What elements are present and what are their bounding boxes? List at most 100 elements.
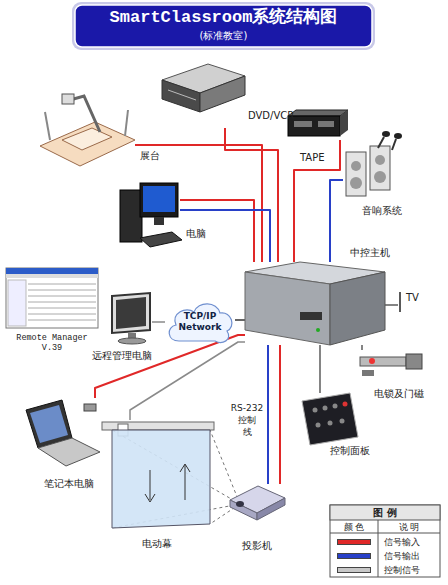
table-row bbox=[28, 320, 96, 321]
tv-symbol bbox=[399, 292, 401, 312]
pc-monitor bbox=[140, 183, 178, 217]
device-label: Remote Manager V.39 bbox=[12, 333, 92, 353]
legend-heading: 颜 色 bbox=[330, 521, 378, 533]
lock-bracket bbox=[362, 370, 374, 376]
dvd-front bbox=[162, 80, 200, 112]
device-node: 电锁及门磁 bbox=[355, 350, 425, 380]
laptop bbox=[26, 400, 100, 466]
lock-magnet bbox=[406, 354, 422, 369]
pc-stand bbox=[154, 217, 164, 225]
signal-wire bbox=[361, 345, 362, 350]
legend-rule bbox=[378, 520, 379, 577]
device-label: TCP/IP Network bbox=[173, 311, 227, 333]
pc-keyboard bbox=[140, 232, 182, 247]
signal-wire bbox=[294, 140, 340, 262]
dvd-player bbox=[162, 64, 245, 112]
network-cloud: TCP/IP Network bbox=[165, 298, 235, 345]
tape-top bbox=[288, 110, 348, 116]
panel-face bbox=[302, 393, 358, 445]
device-node: Remote Manager V.39 bbox=[5, 266, 99, 330]
panel-button bbox=[340, 419, 345, 424]
device-label: 中控主机 bbox=[350, 247, 390, 259]
device-label: 电脑 bbox=[186, 228, 206, 240]
controller-front bbox=[245, 272, 330, 345]
lock-body bbox=[360, 357, 406, 366]
banner-body bbox=[75, 5, 372, 47]
panel-button bbox=[328, 421, 333, 426]
device-label: 展台 bbox=[140, 150, 160, 162]
laptop-base bbox=[38, 438, 100, 466]
remote-pc bbox=[112, 293, 150, 344]
tape-well bbox=[294, 121, 312, 127]
tape-side bbox=[340, 110, 348, 136]
device-node: 电动幕 bbox=[100, 420, 215, 532]
pc-tower bbox=[120, 190, 142, 242]
dvd-side bbox=[200, 76, 245, 112]
device-node: DVD/VCR bbox=[160, 62, 245, 128]
window-pane bbox=[8, 280, 26, 326]
legend-text: 控制信号 bbox=[384, 564, 420, 576]
speaker-cone bbox=[351, 161, 361, 171]
cloud-shape bbox=[169, 304, 232, 343]
device-node: 笔记本电脑 bbox=[22, 398, 100, 470]
mic-head bbox=[382, 131, 390, 137]
device-node: 中控主机 bbox=[245, 262, 385, 345]
legend-heading: 图 例 bbox=[330, 507, 440, 519]
document-camera bbox=[40, 94, 135, 166]
legend-swatch bbox=[337, 539, 371, 545]
projector bbox=[230, 486, 285, 520]
camera-stage bbox=[62, 128, 112, 150]
signal-wire bbox=[267, 345, 269, 484]
window-frame bbox=[6, 268, 98, 328]
device-label: 控制面板 bbox=[330, 445, 370, 457]
tape-well bbox=[318, 121, 334, 127]
mic-handle bbox=[378, 137, 384, 148]
signal-wire bbox=[152, 321, 165, 323]
monitor-base bbox=[118, 338, 146, 344]
laptop-screen bbox=[30, 405, 68, 443]
controller-display bbox=[300, 312, 322, 320]
window-titlebar bbox=[6, 268, 98, 274]
device-node: 电脑 bbox=[118, 180, 180, 248]
device-label: TV bbox=[406, 292, 419, 304]
legend-frame bbox=[330, 505, 440, 577]
mic-handle bbox=[392, 139, 396, 150]
device-node: 展台 bbox=[38, 88, 135, 168]
device-node: 音响系统 bbox=[343, 135, 400, 200]
monitor-bezel bbox=[112, 293, 150, 333]
mic-head bbox=[394, 133, 402, 139]
table-row bbox=[28, 296, 96, 297]
cloud-outline bbox=[165, 298, 235, 345]
speaker-box bbox=[370, 146, 390, 190]
sound-system bbox=[346, 131, 402, 196]
signal-wire bbox=[135, 145, 262, 262]
controller-led bbox=[316, 328, 320, 332]
screen-surface bbox=[112, 430, 210, 528]
legend-border bbox=[330, 505, 440, 577]
window-toolbar bbox=[6, 274, 98, 278]
device-node: 控制面板 bbox=[300, 393, 360, 445]
up-arrow bbox=[180, 464, 190, 500]
banner-glow bbox=[72, 2, 375, 50]
projection-beam bbox=[112, 430, 240, 528]
device-node: 投影机 bbox=[228, 484, 285, 522]
legend-header bbox=[330, 505, 440, 520]
beam-line bbox=[210, 430, 240, 504]
device-label: 电锁及门磁 bbox=[374, 388, 424, 400]
signal-wire bbox=[330, 180, 343, 262]
pc-screen bbox=[143, 186, 175, 212]
title-banner bbox=[72, 2, 375, 50]
controller-side bbox=[330, 272, 385, 345]
door-lock bbox=[360, 354, 422, 376]
panel-button bbox=[323, 406, 328, 411]
signal-wire bbox=[180, 210, 270, 262]
lock-indicator bbox=[369, 358, 375, 364]
cable-plug bbox=[84, 404, 96, 411]
signal-wire bbox=[319, 345, 320, 393]
device-label: 远程管理电脑 bbox=[92, 350, 152, 362]
speaker-box bbox=[346, 152, 366, 196]
table-row bbox=[28, 314, 96, 315]
lamp-arm bbox=[45, 112, 50, 140]
projector-front bbox=[230, 500, 257, 520]
